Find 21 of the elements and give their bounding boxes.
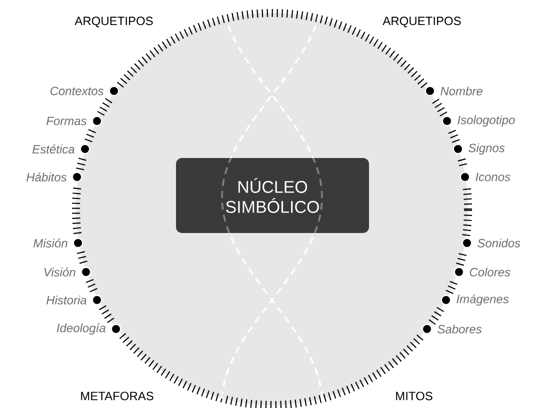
corner-label: ARQUETIPOS bbox=[382, 16, 461, 28]
item-label: Isologotipo bbox=[458, 115, 515, 127]
item-label: Visión bbox=[44, 268, 76, 276]
item-label: Sabores bbox=[438, 324, 482, 334]
item-label: Nombre bbox=[440, 86, 482, 96]
core-box: NÚCLEO SIMBÓLICO bbox=[176, 158, 369, 233]
corner-label: MITOS bbox=[396, 392, 432, 400]
item-label: Iconos bbox=[476, 172, 510, 182]
item-label: Estética bbox=[32, 144, 74, 154]
item-label: Misión bbox=[34, 238, 68, 248]
corner-label: METAFORAS bbox=[81, 392, 154, 400]
corner-label: ARQUETIPOS bbox=[74, 16, 153, 28]
item-label: Colores bbox=[470, 268, 510, 276]
item-label: Hábitos bbox=[26, 172, 67, 182]
item-label: Historia bbox=[46, 296, 86, 304]
item-label: Imágenes bbox=[456, 294, 509, 306]
item-label: Sonidos bbox=[478, 238, 520, 248]
item-label: Formas bbox=[46, 116, 87, 126]
item-label: Signos bbox=[468, 143, 505, 155]
item-label: Contextos bbox=[50, 86, 104, 96]
item-label: Ideología bbox=[56, 323, 106, 335]
